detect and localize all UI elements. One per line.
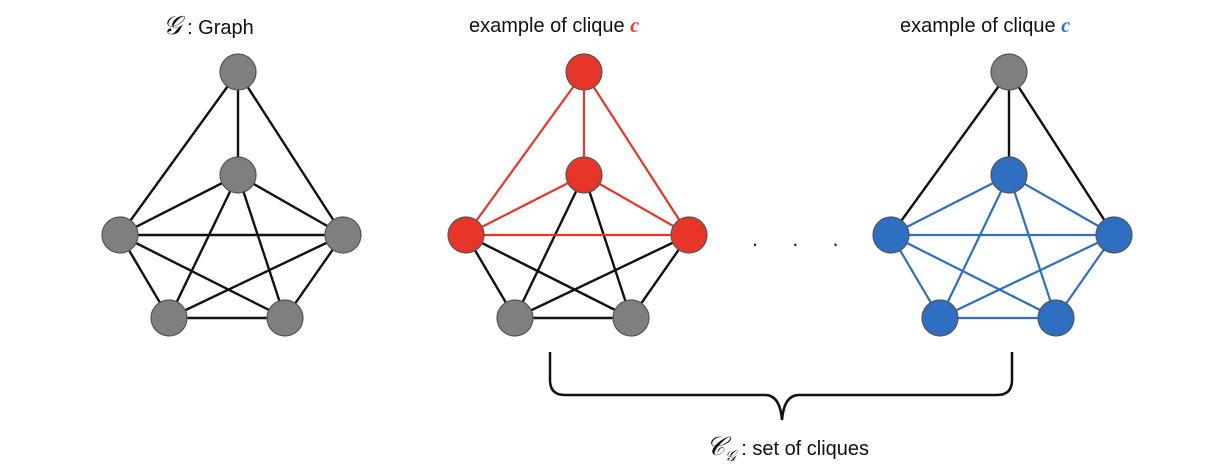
- clique-node-right: [670, 216, 708, 254]
- clique-edge-center-br: [1007, 174, 1058, 319]
- nodes: [447, 53, 708, 337]
- blue-caption-text: example of clique: [900, 15, 1061, 37]
- edge-right-bl: [514, 233, 690, 320]
- graph-symbol: 𝒢: [163, 11, 186, 40]
- clique-set-brace: [548, 352, 1014, 421]
- edge-left-br: [465, 233, 632, 320]
- clique-node-center: [990, 156, 1028, 194]
- red-clique-caption: example of clique c: [469, 15, 639, 37]
- clique-node-left: [447, 216, 485, 254]
- edge-center-br: [582, 174, 633, 319]
- node-left: [101, 216, 139, 254]
- nodes: [101, 53, 362, 337]
- edge-center-right: [237, 173, 344, 237]
- node-top: [219, 53, 257, 91]
- clique-edge-center-right: [583, 174, 690, 236]
- clique-node-left: [872, 216, 910, 254]
- edge-top-left: [890, 71, 1010, 236]
- edge-center-bl: [513, 174, 586, 319]
- node-bl: [150, 299, 188, 337]
- edges: [890, 71, 1116, 320]
- graph-label: : Graph: [182, 17, 254, 39]
- edge-right-bl: [168, 233, 344, 320]
- clique-node-top: [565, 53, 603, 91]
- ellipsis: . . .: [752, 226, 853, 251]
- edges: [464, 71, 690, 320]
- nodes: [872, 53, 1133, 337]
- node-br: [266, 299, 304, 337]
- edge-top-left: [119, 71, 239, 236]
- edge-left-br: [119, 233, 286, 320]
- clique-edge-top-left: [465, 71, 585, 236]
- clique-edge-center-left: [465, 174, 585, 236]
- clique-set-text: : set of cliques: [736, 438, 869, 460]
- blue-clique-symbol: c: [1061, 15, 1070, 37]
- clique-edge-right-bl: [939, 234, 1115, 319]
- clique-edge-center-right: [1008, 174, 1115, 236]
- node-top: [990, 53, 1028, 91]
- edge-center-left: [119, 173, 239, 237]
- edge-center-br: [236, 174, 287, 319]
- edge-top-right: [236, 71, 345, 236]
- clique-edge-left-br: [890, 234, 1057, 319]
- clique-edge-center-bl: [939, 174, 1010, 319]
- graph-panel: [101, 53, 362, 337]
- blue-clique-panel: [872, 53, 1133, 337]
- clique-set-label: 𝒞𝒢 : set of cliques: [706, 432, 869, 465]
- graph-title: 𝒢 : Graph: [163, 11, 254, 40]
- edge-top-right: [1007, 71, 1116, 236]
- clique-edge-center-left: [890, 174, 1010, 236]
- red-clique-panel: [447, 53, 708, 337]
- red-clique-symbol: c: [630, 15, 639, 37]
- edge-center-bl: [167, 174, 240, 319]
- clique-node-br: [1037, 299, 1075, 337]
- edges: [118, 71, 345, 320]
- clique-node-center: [565, 156, 603, 194]
- clique-edge-top-right: [583, 71, 690, 236]
- clique-node-right: [1095, 216, 1133, 254]
- node-center: [219, 156, 257, 194]
- node-bl: [496, 299, 534, 337]
- clique-node-bl: [921, 299, 959, 337]
- node-right: [324, 216, 362, 254]
- clique-set-subscript: 𝒢: [725, 449, 738, 465]
- red-caption-text: example of clique: [469, 15, 630, 37]
- node-br: [612, 299, 650, 337]
- blue-clique-caption: example of clique c: [900, 15, 1070, 37]
